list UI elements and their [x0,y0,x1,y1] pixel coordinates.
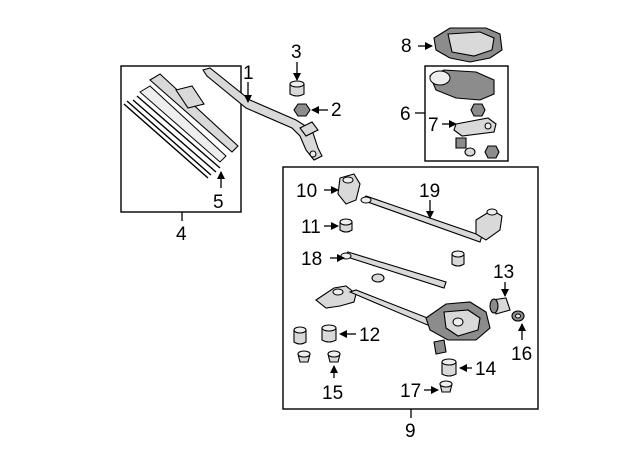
callout-3: 3 [291,42,302,63]
callout-7: 7 [428,115,439,136]
blade-group-box [120,65,242,213]
callout-1: 1 [243,63,254,84]
wiper-blade-drawing [123,73,239,179]
grommet-12-drawing [293,324,337,345]
grommet-11-drawing [339,218,353,233]
callout-16: 16 [511,344,532,365]
callout-11: 11 [301,217,321,238]
nut-drawing-2 [293,103,311,117]
wiper-arm-drawing [202,67,323,161]
bolt-15-drawing [297,350,341,363]
link-rod-19-drawing [360,195,503,243]
callout-8: 8 [401,36,412,57]
bushing-13-drawing [489,297,511,315]
callout-19: 19 [419,181,440,202]
callout-15: 15 [322,383,343,404]
pivot-drawing [337,173,361,205]
callout-14: 14 [475,359,497,380]
linkage-group-box [282,166,539,410]
callout-10: 10 [296,181,317,202]
main-linkage-drawing [315,285,491,355]
collar-16-drawing [511,310,525,322]
callout-9: 9 [405,421,416,442]
callout-12: 12 [359,325,380,346]
callout-5: 5 [213,192,224,213]
wiper-motor-drawing [433,27,503,63]
link-rod-18-drawing [340,250,465,289]
grommet-14-drawing [441,358,457,377]
callout-18: 18 [301,249,322,270]
cap-drawing [289,80,305,97]
callout-13: 13 [493,262,514,283]
callout-6: 6 [400,104,411,125]
callout-2: 2 [331,100,342,121]
motor-group-drawing [429,69,500,159]
callout-17: 17 [400,381,421,402]
bolt-17-drawing [439,380,453,393]
callout-4: 4 [176,224,187,245]
